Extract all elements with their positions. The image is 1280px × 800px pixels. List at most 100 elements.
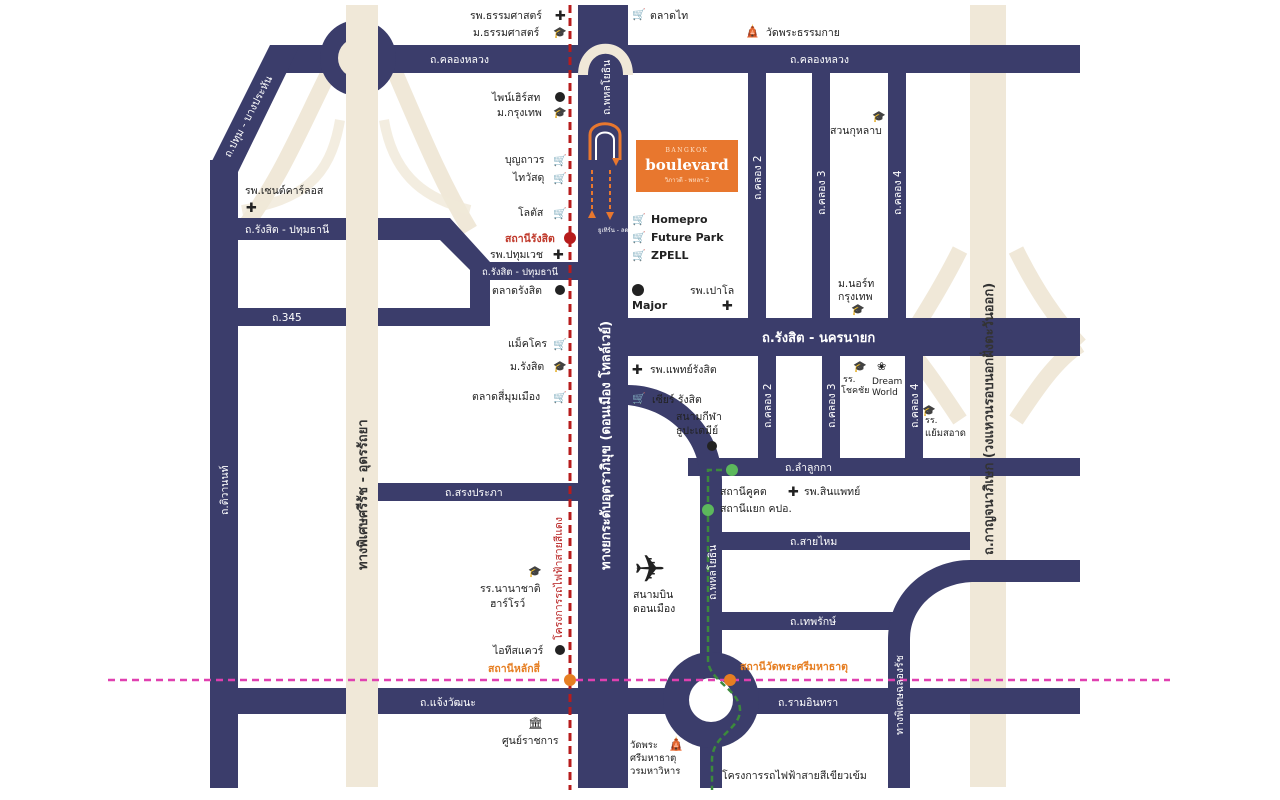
road-saimai: ถ.สายไหม [790, 535, 837, 548]
road-ramindra: ถ.รามอินทรา [778, 697, 838, 709]
cart-icon: 🛒 [632, 8, 646, 21]
road-klong3-top: ถ.คลอง 3 [816, 170, 828, 215]
red-line-project: โครงการรถไฟฟ้าสายสีแดง [552, 517, 565, 640]
thammasat-hosp: รพ.ธรรมศาสตร์ [470, 9, 542, 22]
paolo-hosp: รพ.เปาโล [690, 284, 734, 297]
cart-icon: 🛒 [553, 338, 567, 351]
chokchai-school-2: โชคชัย [841, 385, 869, 396]
hospital-icon: ✚ [555, 9, 566, 24]
cart-icon: 🛒 [632, 231, 646, 244]
wat-mahathat-1: วัดพระ [630, 740, 658, 751]
govt-center: ศูนย์ราชการ [502, 734, 559, 747]
place-dot-icon [707, 441, 717, 451]
north-bkk-1: ม.นอร์ท [838, 277, 874, 290]
road-kanchanaphisek: ถ.กาญจนาภิเษก (วงแหวนรอบนอกฝั่งตะวันออก) [979, 283, 997, 555]
school-icon: 🎓 [872, 110, 886, 123]
place-dot-icon [555, 92, 565, 102]
wat-phra-sri-station-label: สถานีวัดพระศรีมหาธาตุ [740, 660, 848, 674]
bangkok-boulevard-logo: BANGKOK boulevard วิภาวดี - พหลฯ 2 [636, 140, 738, 192]
zpell: ZPELL [651, 249, 689, 262]
road-phahon-top: ถ.พหลโยธิน [600, 60, 613, 115]
brand-sub: วิภาวดี - พหลฯ 2 [664, 176, 709, 184]
right-landmarks: 🛒 ตลาดไท 🛕 วัดพระธรรมกาย 🎓 สวนกุหลาบ 🛒 H… [630, 8, 966, 782]
brand-main: boulevard [645, 156, 729, 174]
kpo-station-marker [702, 504, 714, 516]
khu-khot-station-marker [726, 464, 738, 476]
green-line-project: โครงการรถไฟฟ้าสายสีเขียวเข้ม [722, 769, 867, 782]
ferris-wheel-icon: ❀ [877, 360, 886, 373]
harrow-1: รร.นานาชาติ [480, 583, 541, 595]
hospital-icon: ✚ [553, 248, 564, 263]
yamsaard-2: แย้มสอาด [925, 428, 966, 439]
boonthavorn: บุญถาวร [505, 154, 545, 166]
bangkok-uni: ม.กรุงเทพ [497, 107, 542, 119]
yamsaard-1: รร. [925, 416, 938, 426]
road-srirat-udon: ทางพิเศษศรีรัช - อุดรรัถยา [355, 419, 371, 570]
rangsit-station-marker [564, 232, 576, 244]
school-icon: 🎓 [922, 404, 936, 417]
thaiwatsadu: ไทวัสดุ [512, 171, 544, 184]
cart-icon: 🛒 [632, 249, 646, 262]
road-klong2-bot: ถ.คลอง 2 [762, 383, 774, 428]
hospital-icon: ✚ [788, 485, 799, 500]
it-square: ไอทีสแควร์ [492, 644, 544, 657]
school-icon: 🎓 [553, 360, 567, 373]
temple-icon: 🛕 [668, 736, 684, 752]
school-icon: 🎓 [853, 360, 867, 373]
thammasat-uni: ม.ธรรมศาสตร์ [473, 26, 540, 39]
talad-thai: ตลาดไท [650, 9, 688, 22]
cart-icon: 🛒 [632, 392, 646, 405]
cart-icon: 🛒 [632, 213, 646, 226]
pinehurst: ไพน์เฮิร์สท [491, 91, 540, 104]
rangsit-uni: ม.รังสิต [510, 361, 544, 373]
u-turn-label: ยูเทิร์น - ลด ทางด่วน [598, 226, 652, 234]
cart-icon: 🛒 [553, 172, 567, 185]
school-icon: 🎓 [851, 303, 865, 316]
homepro: Homepro [651, 213, 708, 226]
road-chalongrat: ทางพิเศษฉลองรัช [894, 655, 906, 735]
school-icon: 🎓 [528, 565, 542, 578]
cart-icon: 🛒 [553, 154, 567, 167]
major: Major [632, 299, 668, 312]
stadium-2: ธูปะเตมีย์ [676, 424, 718, 437]
kpo-label: สถานีแยก คปอ. [720, 502, 792, 515]
talad-rangsit: ตลาดรังสิต [492, 285, 542, 297]
pathumvej-hosp: รพ.ปทุมเวช [490, 249, 543, 261]
road-chaengwattana: ถ.แจ้งวัฒนะ [420, 697, 476, 709]
wat-phra-sri-station-marker [724, 674, 736, 686]
school-icon: 🎓 [553, 26, 567, 39]
cart-icon: 🛒 [553, 391, 567, 404]
temple-icon: 🛕 [745, 24, 760, 38]
place-dot-icon [555, 645, 565, 655]
stadium-1: สนามกีฬา [676, 410, 722, 423]
sinphaet-hosp: รพ.สินแพทย์ [804, 485, 860, 498]
dreamworld-1: Dream [872, 377, 902, 387]
airport-1: สนามบิน [633, 589, 673, 601]
government-building-icon: 🏛 [528, 716, 543, 730]
future-park: Future Park [651, 231, 724, 244]
chokchai-school-1: รร. [843, 375, 856, 385]
school-icon: 🎓 [553, 106, 567, 119]
saint-carlos-hosp: รพ.เซนต์คาร์ลอส [245, 184, 324, 197]
road-lamlukka: ถ.ลำลูกกา [785, 462, 832, 474]
khu-khot-label: สถานีคูคต [720, 485, 767, 498]
place-dot-icon [555, 285, 565, 295]
lak-si-station-marker [564, 674, 576, 686]
road-phahon-bottom: ถ.พหลโยธิน [706, 545, 719, 600]
road-rangsit-pathum-2: ถ.รังสิต - ปทุมธานี [482, 266, 559, 278]
road-klong3-bot: ถ.คลอง 3 [826, 383, 838, 428]
road-rangsit-nakhon-nayok: ถ.รังสิต - นครนายก [762, 331, 875, 346]
seer-rangsit: เซียร์ รังสิต [652, 393, 702, 406]
phaet-rangsit-hosp: รพ.แพทย์รังสิต [650, 363, 717, 376]
brand-small: BANGKOK [665, 147, 708, 154]
rangsit-station-label: สถานีรังสิต [505, 232, 555, 245]
makro: แม็คโคร [508, 336, 547, 350]
lak-si-station-label: สถานีหลักสี่ [488, 660, 541, 675]
road-klong4-top: ถ.คลอง 4 [892, 170, 904, 215]
lotus: โลตัส [518, 206, 544, 219]
place-dot-icon [632, 284, 644, 296]
airplane-icon: ✈ [634, 547, 666, 591]
suan-kularb: สวนกุหลาบ [830, 125, 882, 137]
road-rangsit-pathum-1: ถ.รังสิต - ปทุมธานี [245, 223, 329, 236]
